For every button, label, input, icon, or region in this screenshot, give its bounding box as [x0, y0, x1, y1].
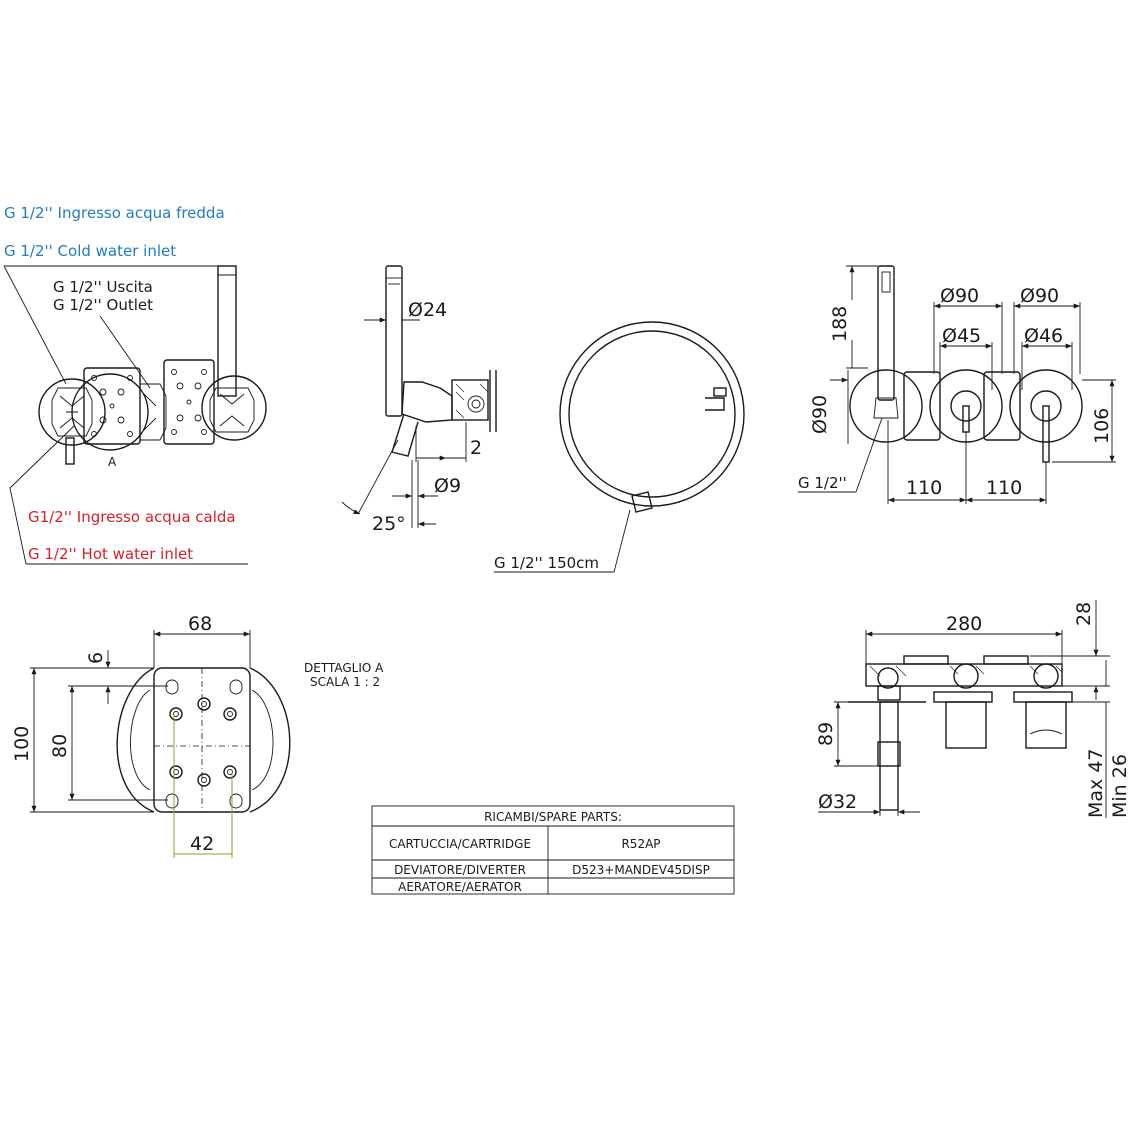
front-thread-label: G 1/2''	[798, 474, 847, 492]
dim-106: 106	[1091, 408, 1113, 444]
detail-marker-label: A	[108, 455, 117, 469]
dim-d9: Ø9	[434, 475, 461, 497]
outlet-it-label: G 1/2'' Uscita	[53, 278, 153, 296]
dim-68: 68	[188, 613, 212, 635]
top-view-box	[3, 265, 267, 565]
spare-part-name: AERATORE/AERATOR	[398, 880, 522, 894]
detail-a: 68 6 100 80 42 DETTAGLIO A SCALA 1 : 2	[11, 613, 384, 858]
dim-d32: Ø32	[818, 791, 857, 813]
spare-part-name: CARTUCCIA/CARTRIDGE	[389, 837, 531, 851]
dim-d90-right: Ø90	[1020, 285, 1059, 307]
section-view: 280 28 89 Ø32 Max 47 Min 26	[815, 600, 1128, 818]
hot-inlet-it-label: G1/2'' Ingresso acqua calda	[28, 508, 236, 526]
spare-part-code: D523+MANDEV45DISP	[572, 863, 710, 877]
spare-parts-title: RICAMBI/SPARE PARTS:	[484, 810, 622, 824]
dim-28: 28	[1073, 602, 1095, 626]
dim-6: 6	[85, 652, 107, 664]
dim-42: 42	[190, 833, 214, 855]
dim-25-deg: 25°	[372, 513, 406, 535]
dim-80: 80	[49, 734, 71, 758]
dim-d45: Ø45	[942, 325, 981, 347]
dim-max47: Max 47	[1085, 749, 1107, 819]
spare-part-code: R52AP	[621, 837, 660, 851]
cold-inlet-en-label: G 1/2'' Cold water inlet	[4, 242, 176, 260]
dim-89: 89	[815, 722, 837, 746]
dim-d90-left: Ø90	[940, 285, 979, 307]
cold-inlet-it-label: G 1/2'' Ingresso acqua fredda	[4, 204, 225, 222]
detail-title-label: DETTAGLIO A	[304, 661, 384, 675]
dim-d46: Ø46	[1024, 325, 1063, 347]
hose-label: G 1/2'' 150cm	[494, 554, 599, 572]
dim-min26: Min 26	[1109, 754, 1128, 818]
hose-view: G 1/2'' 150cm	[494, 321, 745, 573]
dim-188: 188	[829, 306, 851, 342]
dim-110-right: 110	[986, 477, 1022, 499]
spare-part-name: DEVIATORE/DIVERTER	[394, 863, 526, 877]
detail-scale-label: SCALA 1 : 2	[310, 675, 380, 689]
inlet-labels: G 1/2'' Ingresso acqua fredda G 1/2'' Co…	[4, 204, 236, 563]
dim-280: 280	[946, 613, 982, 635]
front-view: 188 Ø90 Ø90 Ø90 Ø45 Ø46 106 110 110 G 1/…	[798, 265, 1116, 504]
dim-d24: Ø24	[408, 299, 447, 321]
dim-d90-shower: Ø90	[809, 395, 831, 434]
dim-2: 2	[470, 437, 482, 459]
dim-100: 100	[11, 726, 33, 762]
side-view: Ø24 2 Ø9 25°	[341, 265, 497, 535]
outlet-en-label: G 1/2'' Outlet	[53, 296, 153, 314]
hot-inlet-en-label: G 1/2'' Hot water inlet	[28, 545, 193, 563]
dim-110-left: 110	[906, 477, 942, 499]
spare-parts-table: RICAMBI/SPARE PARTS: CARTUCCIA/CARTRIDGE…	[371, 805, 735, 895]
